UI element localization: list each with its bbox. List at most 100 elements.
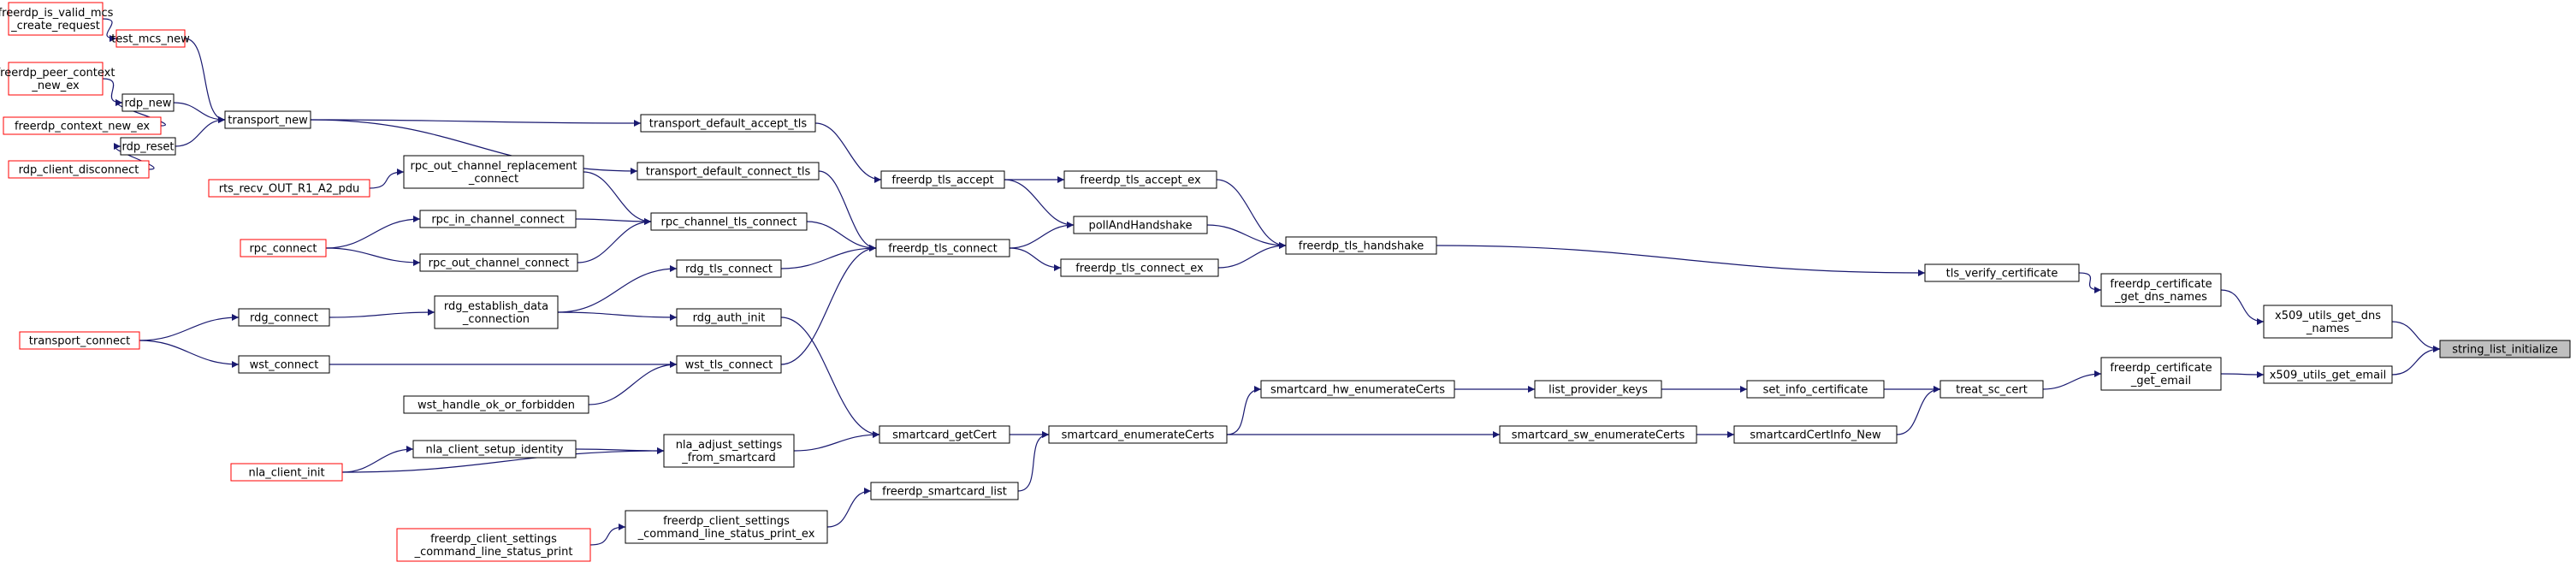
node-rdp-new[interactable]: rdp_new [121, 93, 175, 112]
edge-freerdp-is-valid-mcs-create-request-to-test-mcs-new [102, 18, 117, 42]
edge-rpc-channel-tls-connect-to-freerdp-tls-connect [806, 221, 877, 251]
node-smartcardcertinfo-new[interactable]: smartcardCertInfo_New [1733, 425, 1898, 444]
node-x509-utils-get-dns-names[interactable]: x509_utils_get_dns_names [2263, 305, 2393, 339]
node-nla-adjust-settings-from-smartcard[interactable]: nla_adjust_settings_from_smartcard [663, 434, 795, 468]
node-box [1939, 380, 2044, 399]
node-box [434, 295, 559, 329]
node-rdg-tls-connect[interactable]: rdg_tls_connect [676, 259, 782, 278]
node-rpc-out-channel-connect[interactable]: rpc_out_channel_connect [419, 253, 578, 272]
node-box [238, 308, 330, 327]
node-string-list-initialize[interactable]: string_list_initialize [2439, 340, 2571, 358]
node-label: treat_sc_cert [1956, 384, 2028, 397]
node-freerdp-client-settings-command-line-status-print-ex[interactable]: freerdp_client_settings_command_line_sta… [625, 510, 828, 544]
node-set-info-certificate[interactable]: set_info_certificate [1746, 380, 1885, 399]
node-label: pollAndHandshake [1088, 220, 1192, 233]
node-freerdp-tls-handshake[interactable]: freerdp_tls_handshake [1285, 236, 1437, 255]
node-freerdp-certificate-get-email[interactable]: freerdp_certificate_get_email [2100, 357, 2222, 391]
node-transport-connect[interactable]: transport_connect [19, 331, 140, 350]
edge-freerdp-tls-connect-to-freerdp-tls-connect-ex [1009, 247, 1062, 271]
node-smartcard-getcert[interactable]: smartcard_getCert [879, 425, 1010, 444]
node-label: freerdp_client_settings [663, 515, 790, 528]
node-box [1048, 425, 1228, 444]
node-box [1534, 380, 1662, 399]
node-label: _new_ex [31, 80, 80, 92]
edge-rdg-establish-data-connection-to-rdg-auth-init [557, 311, 678, 321]
node-freerdp-peer-context-new-ex[interactable]: freerdp_peer_context_new_ex [0, 62, 115, 96]
edge-rpc-out-channel-connect-to-rpc-channel-tls-connect [577, 218, 652, 263]
node-label: transport_default_accept_tls [649, 118, 808, 131]
node-box [1733, 425, 1898, 444]
node-label: freerdp_certificate [2110, 278, 2212, 291]
edge-freerdp-certificate-get-dns-names-to-x509-utils-get-dns-names [2220, 289, 2265, 325]
node-box [879, 425, 1010, 444]
node-box [115, 29, 186, 48]
node-box [875, 239, 1010, 257]
node-freerdp-client-settings-command-line-status-print[interactable]: freerdp_client_settings_command_line_sta… [396, 528, 591, 562]
node-wst-connect[interactable]: wst_connect [238, 355, 330, 374]
node-label: transport_default_connect_tls [646, 166, 811, 179]
node-x509-utils-get-email[interactable]: x509_utils_get_email [2263, 365, 2393, 384]
node-label: transport_connect [29, 335, 130, 348]
node-freerdp-tls-accept-ex[interactable]: freerdp_tls_accept_ex [1063, 170, 1217, 189]
node-box [121, 93, 175, 112]
edge-x509-utils-get-email-to-string-list-initialize [2391, 346, 2441, 376]
node-pollandhandshake[interactable]: pollAndHandshake [1073, 216, 1208, 234]
node-label: _command_line_status_print_ex [637, 528, 815, 541]
node-box [412, 440, 577, 459]
node-test-mcs-new[interactable]: test_mcs_new [111, 29, 190, 48]
node-label: x509_utils_get_dns [2275, 310, 2381, 322]
node-label: test_mcs_new [111, 33, 190, 46]
node-nla-client-setup-identity[interactable]: nla_client_setup_identity [412, 440, 577, 459]
node-nla-client-init[interactable]: nla_client_init [230, 463, 343, 482]
node-rdg-connect[interactable]: rdg_connect [238, 308, 330, 327]
node-label: freerdp_smartcard_list [882, 486, 1007, 499]
edge-freerdp-tls-accept-ex-to-freerdp-tls-handshake [1216, 179, 1287, 249]
node-list-provider-keys[interactable]: list_provider_keys [1534, 380, 1662, 399]
node-label: nla_adjust_settings [676, 439, 783, 452]
node-box [1063, 170, 1217, 189]
node-rdp-reset[interactable]: rdp_reset [120, 137, 176, 156]
node-wst-handle-ok-or-forbidden[interactable]: wst_handle_ok_or_forbidden [403, 395, 589, 414]
node-freerdp-certificate-get-dns-names[interactable]: freerdp_certificate_get_dns_names [2100, 273, 2222, 307]
node-label: _names [2306, 322, 2349, 335]
node-smartcard-sw-enumeratecerts[interactable]: smartcard_sw_enumerateCerts [1499, 425, 1697, 444]
node-rpc-connect[interactable]: rpc_connect [240, 239, 327, 257]
node-box [2439, 340, 2571, 358]
node-box [396, 528, 591, 562]
node-tls-verify-certificate[interactable]: tls_verify_certificate [1924, 263, 2080, 282]
node-rpc-channel-tls-connect[interactable]: rpc_channel_tls_connect [650, 212, 808, 231]
node-label: _get_email [2130, 375, 2191, 388]
node-freerdp-smartcard-list[interactable]: freerdp_smartcard_list [870, 482, 1019, 500]
node-box [19, 331, 140, 350]
node-treat-sc-cert[interactable]: treat_sc_cert [1939, 380, 2044, 399]
edge-transport-new-to-transport-default-accept-tls [310, 119, 642, 127]
node-box [676, 355, 782, 374]
node-transport-default-accept-tls[interactable]: transport_default_accept_tls [640, 114, 816, 133]
edge-freerdp-tls-connect-ex-to-freerdp-tls-handshake [1217, 242, 1287, 269]
edge-rdg-establish-data-connection-to-rdg-tls-connect [557, 265, 678, 313]
node-smartcard-hw-enumeratecerts[interactable]: smartcard_hw_enumerateCerts [1260, 380, 1455, 399]
node-freerdp-tls-connect-ex[interactable]: freerdp_tls_connect_ex [1060, 258, 1219, 277]
node-rdg-auth-init[interactable]: rdg_auth_init [676, 308, 782, 327]
node-freerdp-context-new-ex[interactable]: freerdp_context_new_ex [3, 116, 162, 135]
node-rdp-client-disconnect[interactable]: rdp_client_disconnect [8, 160, 150, 179]
node-freerdp-tls-connect[interactable]: freerdp_tls_connect [875, 239, 1010, 257]
node-smartcard-enumeratecerts[interactable]: smartcard_enumerateCerts [1048, 425, 1228, 444]
node-rpc-in-channel-connect[interactable]: rpc_in_channel_connect [419, 210, 577, 228]
node-rpc-out-channel-replacement-connect[interactable]: rpc_out_channel_replacement_connect [403, 155, 584, 189]
edge-freerdp-tls-connect-to-pollandhandshake [1009, 222, 1075, 249]
node-wst-tls-connect[interactable]: wst_tls_connect [676, 355, 782, 374]
node-label: rdg_connect [250, 312, 318, 325]
node-label: _create_request [10, 20, 100, 33]
node-transport-default-connect-tls[interactable]: transport_default_connect_tls [637, 162, 820, 180]
node-rts-recv-out-r1-a2-pdu[interactable]: rts_recv_OUT_R1_A2_pdu [208, 179, 370, 198]
node-label: freerdp_tls_accept [891, 175, 993, 187]
node-box [403, 395, 589, 414]
edge-freerdp-tls-accept-to-pollandhandshake [1004, 179, 1075, 228]
node-transport-new[interactable]: transport_new [224, 110, 311, 129]
node-label: rpc_in_channel_connect [431, 214, 564, 227]
node-freerdp-tls-accept[interactable]: freerdp_tls_accept [880, 170, 1005, 189]
node-freerdp-is-valid-mcs-create-request[interactable]: freerdp_is_valid_mcs_create_request [0, 2, 114, 36]
node-rdg-establish-data-connection[interactable]: rdg_establish_data_connection [434, 295, 559, 329]
